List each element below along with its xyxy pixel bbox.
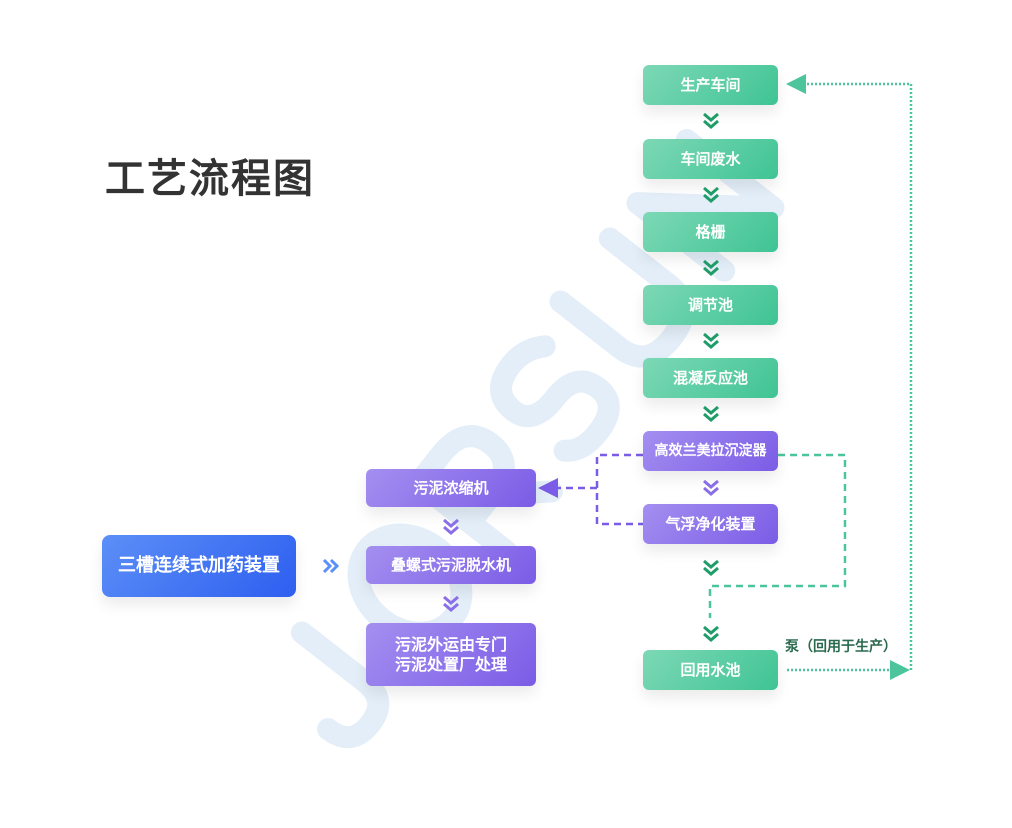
node-lamella-settler[interactable]: 高效兰美拉沉淀器 bbox=[643, 431, 778, 471]
node-sludge-disposal[interactable]: 污泥外运由专门 污泥处置厂处理 bbox=[366, 623, 536, 686]
node-sludge-thickener[interactable]: 污泥浓缩机 bbox=[366, 469, 536, 507]
node-production-workshop[interactable]: 生产车间 bbox=[643, 65, 778, 105]
chevron-down-icon bbox=[443, 595, 459, 612]
chevron-down-icon bbox=[703, 625, 719, 642]
node-reuse-tank[interactable]: 回用水池 bbox=[643, 650, 778, 690]
pump-label: 泵（回用于生产） bbox=[785, 639, 897, 655]
chevron-down-icon bbox=[703, 405, 719, 422]
node-dosing-device[interactable]: 三槽连续式加药装置 bbox=[102, 535, 296, 597]
chevron-right-icon bbox=[322, 558, 340, 574]
chevron-down-icon bbox=[703, 186, 719, 203]
node-coagulation-tank[interactable]: 混凝反应池 bbox=[643, 358, 778, 398]
chevron-down-icon bbox=[703, 259, 719, 276]
node-regulating-tank[interactable]: 调节池 bbox=[643, 285, 778, 325]
node-grille[interactable]: 格栅 bbox=[643, 212, 778, 252]
node-flotation-unit[interactable]: 气浮净化装置 bbox=[643, 504, 778, 544]
node-workshop-wastewater[interactable]: 车间废水 bbox=[643, 139, 778, 179]
chevron-down-icon bbox=[703, 479, 719, 496]
chevron-down-icon bbox=[703, 332, 719, 349]
node-screw-dewatering[interactable]: 叠螺式污泥脱水机 bbox=[366, 546, 536, 584]
chevron-down-icon bbox=[443, 518, 459, 535]
page-title: 工艺流程图 bbox=[105, 156, 315, 202]
reuse-return-line bbox=[786, 74, 913, 670]
chevron-down-icon bbox=[703, 559, 719, 576]
sludge-return-line bbox=[595, 453, 643, 526]
chevron-down-icon bbox=[703, 112, 719, 129]
bypass-green-line bbox=[708, 453, 847, 618]
